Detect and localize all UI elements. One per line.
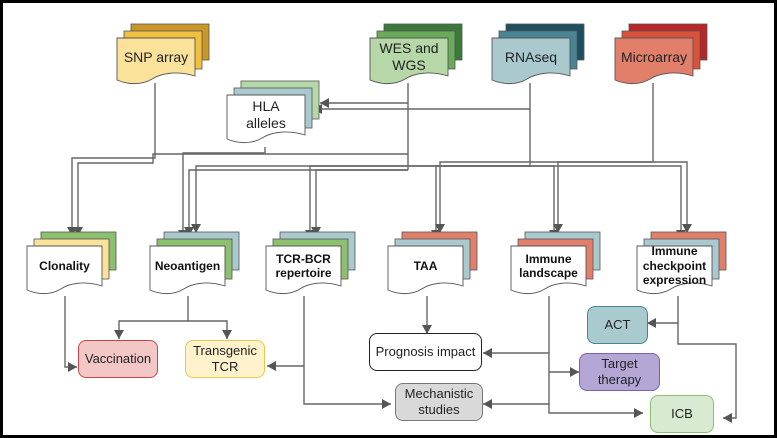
connector-rna-neoantigen xyxy=(195,165,530,233)
outcome-icb: ICB xyxy=(650,395,714,433)
outcome-vaccination-label: Vaccination xyxy=(84,351,152,367)
analysis-checkpoint-front-sheet xyxy=(636,245,713,295)
connector-neoantigen-vaccination-arrowhead xyxy=(114,330,124,339)
connector-taa-prognosis-arrowhead xyxy=(422,325,432,334)
connector-wes-hla-arrowhead xyxy=(320,98,329,108)
analysis-taa-front-sheet xyxy=(387,245,464,295)
outcome-icb-label: ICB xyxy=(671,406,693,422)
connector-neoantigen-transgenic xyxy=(188,320,228,339)
connector-wes-clonality-arrowhead xyxy=(73,227,83,236)
connector-checkpoint-act-arrowhead xyxy=(647,318,656,328)
outcome-act: ACT xyxy=(587,306,648,344)
connector-hla-neoantigen xyxy=(182,147,266,239)
connector-micro-taa-arrowhead xyxy=(435,224,445,233)
diagram-svg xyxy=(26,23,737,423)
hla-alleles-front-sheet xyxy=(226,94,306,144)
source-micro-front-sheet xyxy=(614,37,694,85)
connector-micro-taa xyxy=(439,161,653,233)
connector-neoantigen-transgenic-arrowhead xyxy=(222,330,232,339)
connector-wes-neoantigen-arrowhead xyxy=(184,227,194,236)
connector-micro-immune-arrowhead xyxy=(553,224,563,233)
connector-rna-immune xyxy=(530,165,555,239)
outcome-prognosis-label: Prognosis impact xyxy=(375,344,476,360)
connector-snp-clonality xyxy=(71,83,156,236)
connector-tcr-mechanistic-arrowhead xyxy=(382,399,391,409)
connector-checkpoint-icb-arrowhead xyxy=(723,413,732,423)
connector-rna-tcr xyxy=(309,165,530,239)
source-wes-front-sheet xyxy=(369,37,449,85)
connector-micro-immune xyxy=(557,161,653,233)
source-snp-front-sheet xyxy=(116,37,196,85)
connector-wes-tcr-arrowhead xyxy=(311,227,321,236)
analysis-tcrbcr-front-sheet xyxy=(265,245,342,295)
connector-rna-checkpoint xyxy=(530,165,682,239)
connector-wes-tcr xyxy=(315,169,408,236)
connector-clonality-vaccination-arrowhead xyxy=(68,362,77,372)
outcome-vaccination: Vaccination xyxy=(78,340,158,378)
connector-rna-neoantigen-arrowhead xyxy=(191,224,201,233)
connector-neoantigen-vaccination xyxy=(118,296,189,339)
outcome-prognosis: Prognosis impact xyxy=(369,333,482,371)
connector-immune-target-arrowhead xyxy=(570,367,579,377)
connector-tcr-mechanistic xyxy=(303,296,391,405)
analysis-neoantigen-front-sheet xyxy=(149,245,226,295)
connector-immune-mechanistic-arrowhead xyxy=(483,399,492,409)
connector-clonality-vaccination xyxy=(64,296,77,368)
connector-tcr-transgenic-arrowhead xyxy=(267,361,276,371)
connector-immune-icb xyxy=(548,296,643,414)
connector-wes-neoantigen xyxy=(188,169,408,236)
analysis-immune-front-sheet xyxy=(510,245,587,295)
connector-micro-checkpoint-arrowhead xyxy=(682,224,692,233)
connector-checkpoint-act xyxy=(647,296,679,324)
analysis-clonality-front-sheet xyxy=(26,245,103,295)
connector-micro-checkpoint xyxy=(653,161,688,233)
source-rna-front-sheet xyxy=(491,37,571,85)
connector-rna-taa xyxy=(435,165,530,239)
connector-immune-icb-arrowhead xyxy=(634,408,643,418)
outcome-act-label: ACT xyxy=(604,317,631,333)
connector-immune-prognosis-arrowhead xyxy=(483,348,492,358)
connector-wes-clonality xyxy=(77,153,408,236)
